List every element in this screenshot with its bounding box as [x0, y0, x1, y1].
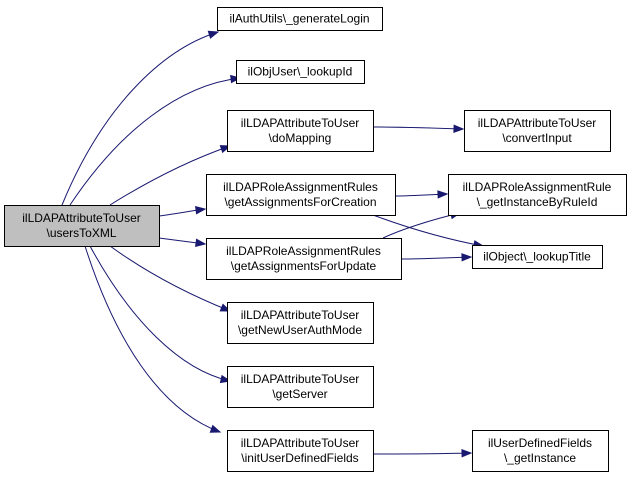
- edge-line: [89, 245, 231, 382]
- arrow-head-icon: [195, 206, 207, 215]
- node-box: [227, 110, 374, 152]
- edge-root-n8: [158, 237, 207, 247]
- node-n7[interactable]: ilObject\_lookupTitle: [472, 245, 603, 269]
- node-box: [448, 174, 627, 216]
- edge-root-n11: [84, 245, 222, 433]
- edge-n5-n6: [394, 190, 449, 199]
- node-label-line: ilLDAPAttributeToUser: [478, 116, 597, 130]
- node-n11[interactable]: ilLDAPAttributeToUser\initUserDefinedFie…: [227, 430, 374, 472]
- edge-line: [372, 214, 484, 247]
- node-label-line: ilLDAPAttributeToUser: [241, 372, 360, 386]
- node-box: [236, 60, 365, 84]
- edge-n8-n7: [400, 253, 473, 262]
- node-label-line: ilUserDefinedFields: [488, 436, 592, 450]
- node-label-line: \getAssignmentsForUpdate: [231, 259, 377, 273]
- arrow-head-icon: [209, 424, 222, 433]
- edge-n3-n4: [372, 124, 465, 133]
- node-n2[interactable]: ilObjUser\_lookupId: [236, 60, 365, 84]
- node-box: [472, 245, 603, 269]
- edge-line: [400, 256, 472, 260]
- node-label-line: ilObjUser\_lookupId: [248, 65, 353, 79]
- node-n4[interactable]: ilLDAPAttributeToUser\convertInput: [464, 110, 611, 152]
- node-box: [227, 366, 374, 408]
- node-label-line: ilLDAPAttributeToUser: [241, 308, 360, 322]
- edge-line: [69, 77, 241, 206]
- edge-line: [372, 126, 464, 130]
- node-label-line: \getServer: [272, 387, 327, 401]
- node-label-line: \_getInstanceByRuleId: [477, 195, 598, 209]
- node-label-line: \_getInstance: [504, 451, 576, 465]
- node-box: [464, 110, 611, 152]
- node-box: [227, 302, 374, 344]
- node-label-line: \doMapping: [269, 131, 332, 145]
- node-n12[interactable]: ilUserDefinedFields\_getInstance: [472, 430, 609, 472]
- edge-root-n2: [69, 74, 242, 206]
- node-label-line: ilLDAPAttributeToUser: [22, 211, 141, 225]
- node-box: [206, 174, 396, 216]
- edge-line: [84, 245, 221, 433]
- node-box: [217, 7, 383, 31]
- node-label-line: ilLDAPRoleAssignmentRule: [463, 180, 612, 194]
- node-label-line: ilAuthUtils\_generateLogin: [229, 12, 369, 26]
- nodes-layer: ilLDAPAttributeToUser\usersToXMLilAuthUt…: [4, 7, 627, 472]
- node-box: [472, 430, 609, 472]
- arrow-head-icon: [437, 190, 449, 199]
- node-label-line: \initUserDefinedFields: [241, 451, 358, 465]
- node-n3[interactable]: ilLDAPAttributeToUser\doMapping: [227, 110, 374, 152]
- arrow-head-icon: [461, 253, 473, 262]
- node-box: [206, 238, 402, 280]
- node-box: [227, 430, 374, 472]
- edge-line: [61, 31, 219, 206]
- node-label-line: \convertInput: [502, 131, 572, 145]
- arrow-head-icon: [230, 74, 242, 84]
- node-label-line: \usersToXML: [46, 226, 116, 240]
- edge-line: [109, 245, 231, 312]
- node-label-line: ilLDAPRoleAssignmentRules: [223, 180, 378, 194]
- node-n8[interactable]: ilLDAPRoleAssignmentRules\getAssignments…: [206, 238, 402, 280]
- node-n5[interactable]: ilLDAPRoleAssignmentRules\getAssignments…: [206, 174, 396, 216]
- node-label-line: ilObject\_lookupTitle: [483, 250, 591, 264]
- edge-line: [109, 145, 231, 206]
- node-label-line: ilLDAPAttributeToUser: [241, 436, 360, 450]
- node-label-line: ilLDAPRoleAssignmentRules: [226, 244, 381, 258]
- node-label-line: \getAssignmentsForCreation: [224, 195, 376, 209]
- node-label-line: ilLDAPAttributeToUser: [241, 116, 360, 130]
- node-box: [4, 205, 160, 247]
- node-n9[interactable]: ilLDAPAttributeToUser\getNewUserAuthMode: [227, 302, 374, 344]
- arrow-head-icon: [195, 238, 207, 247]
- edge-root-n5: [158, 206, 207, 217]
- node-n10[interactable]: ilLDAPAttributeToUser\getServer: [227, 366, 374, 408]
- arrow-head-icon: [207, 30, 220, 39]
- node-n6[interactable]: ilLDAPRoleAssignmentRule\_getInstanceByR…: [448, 174, 627, 216]
- edge-line: [382, 212, 461, 239]
- arrow-head-icon: [453, 124, 465, 133]
- node-label-line: \getNewUserAuthMode: [238, 323, 362, 337]
- edge-line: [372, 452, 472, 455]
- node-root[interactable]: ilLDAPAttributeToUser\usersToXML: [4, 205, 160, 247]
- node-n1[interactable]: ilAuthUtils\_generateLogin: [217, 7, 383, 31]
- edge-root-n1: [61, 30, 220, 206]
- arrow-head-icon: [461, 449, 473, 458]
- edge-n11-n12: [372, 449, 473, 458]
